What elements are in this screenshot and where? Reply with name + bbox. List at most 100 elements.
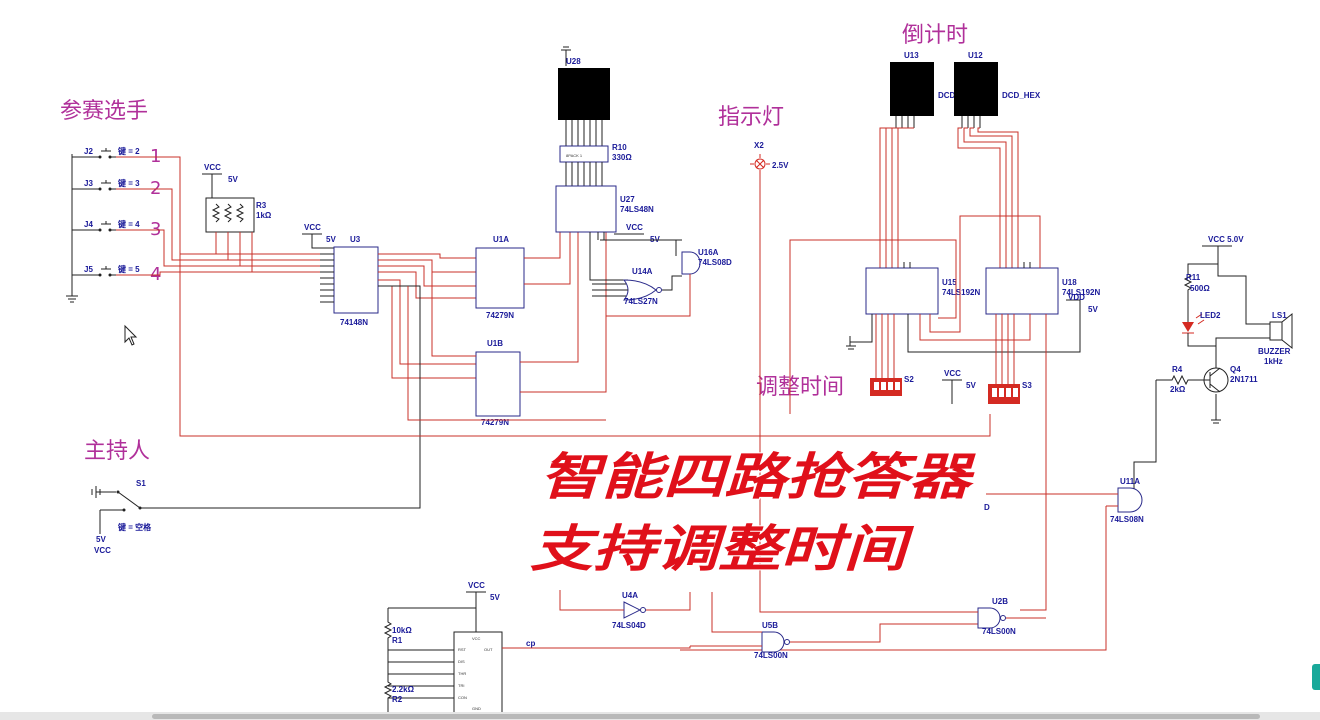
s1-5v-label: 5V (96, 535, 106, 544)
u4a-ref: U4A (622, 591, 638, 600)
u18-ref: U18 (1062, 278, 1077, 287)
r1-value: 10kΩ (392, 626, 412, 635)
u27-decoder-74ls48n: U27 74LS48N VCC 5V (555, 185, 660, 244)
vdd-5v-label: 5V (1088, 305, 1098, 314)
u14a-part: 74LS27N (624, 297, 658, 306)
s2-dip-switch[interactable]: S2 (870, 375, 914, 396)
label-adjust-time: 调整时间 (756, 375, 844, 400)
vdd-label: VDD (1068, 293, 1085, 302)
r1-ref: R1 (392, 636, 403, 645)
timer-pin-con: CON (458, 695, 467, 700)
s2-ref: S2 (904, 375, 914, 384)
r10-resistor: 8PACK 1 R10 330Ω (559, 143, 632, 163)
switch-j4-key: 键 = 4 (117, 219, 140, 229)
u1a-ref: U1A (493, 235, 509, 244)
u12-display: U12 DCD_HEX (954, 51, 1041, 116)
mouse-cursor-icon (124, 324, 138, 346)
r10-ref: R10 (612, 143, 627, 152)
u11a-ref: U11A (1120, 477, 1140, 486)
u12-ref: U12 (968, 51, 983, 60)
timer-pin-thr: THR (458, 671, 466, 676)
switch-j2-ref: J2 (84, 147, 93, 156)
mid-5v-label: 5V (966, 381, 976, 390)
x2-ref: X2 (754, 141, 764, 150)
scrollbar-thumb[interactable] (152, 714, 1260, 719)
timer-pin-vcc: VCC (472, 636, 481, 641)
u3-part: 74148N (340, 318, 368, 327)
u27-ref: U27 (620, 195, 635, 204)
timer-vcc-label: VCC (468, 581, 485, 590)
side-panel-tab[interactable] (1312, 664, 1320, 690)
label-host: 主持人 (84, 439, 150, 464)
u11a-and-gate: U11A 74LS08N (1110, 477, 1144, 524)
s1-key: 键 = 空格 (117, 522, 152, 532)
u14a-nor-gate: U14A 74LS27N (622, 267, 662, 306)
q4-part: 2N1711 (1230, 375, 1258, 384)
u16a-part: 74LS08D (698, 258, 732, 267)
u1a-latch-74279n: U1A 74279N (475, 235, 525, 320)
vcc-5v0-label: VCC 5.0V (1208, 235, 1244, 244)
u5b-nand-gate: U5B 74LS00N (754, 621, 790, 660)
s1-vcc-label: VCC (94, 546, 111, 555)
u3-encoder-74148n: VCC 5V U3 74148N (302, 223, 379, 327)
led2-ref: LED2 (1200, 311, 1221, 320)
u15-ref: U15 (942, 278, 957, 287)
u1a-part: 74279N (486, 311, 514, 320)
r3-vcc-label: VCC (204, 163, 221, 172)
u5b-ref: U5B (762, 621, 778, 630)
label-indicator: 指示灯 (718, 105, 784, 130)
r3-5v-label: 5V (228, 175, 238, 184)
switch-j3-key: 键 = 3 (117, 178, 140, 188)
u27-part: 74LS48N (620, 205, 654, 214)
overlay-title-line2: 支持调整时间 (530, 520, 915, 578)
u5b-part: 74LS00N (754, 651, 788, 660)
r3-ref: R3 (256, 201, 267, 210)
switch-j5-key: 键 = 5 (117, 264, 140, 274)
r3-value: 1kΩ (256, 211, 272, 220)
r11-ref: R11 (1186, 273, 1201, 282)
timer-pin-dis: DIS (458, 659, 465, 664)
x2-indicator-lamp: X2 2.5V (750, 141, 789, 174)
u2b-part: 74LS00N (982, 627, 1016, 636)
host-switch-s1[interactable]: S1 键 = 空格 5V VCC (91, 285, 421, 555)
u16a-and-gate: U16A 74LS08D (681, 248, 732, 275)
u13-ref: U13 (904, 51, 919, 60)
u1b-ref: U1B (487, 339, 503, 348)
u1b-latch-74279n: U1B 74279N (475, 339, 521, 427)
s3-dip-switch[interactable]: S3 (988, 381, 1032, 404)
u13-display: U13 DCD (890, 51, 956, 116)
u2b-nand-gate: U2B 74LS00N (977, 597, 1016, 636)
u18-part: 74LS192N (1062, 288, 1100, 297)
r4-value: 2kΩ (1170, 385, 1186, 394)
ls1-part: BUZZER (1258, 347, 1291, 356)
r2-value: 2.2kΩ (392, 685, 415, 694)
ls1-value: 1kHz (1264, 357, 1283, 366)
timer-pin-rst: RST (458, 647, 467, 652)
q4-ref: Q4 (1230, 365, 1241, 374)
mid-vcc-label: VCC (944, 369, 961, 378)
r10-value: 330Ω (612, 153, 632, 162)
s1-ref: S1 (136, 479, 146, 488)
u4a-part: 74LS04D (612, 621, 646, 630)
net-cp-label: cp (526, 639, 535, 648)
u27-vcc-label: VCC (626, 223, 643, 232)
switch-j5-ref: J5 (84, 265, 93, 274)
r11-value: 500Ω (1190, 284, 1210, 293)
vcc-5v-source: VCC 5V (942, 369, 976, 404)
buzzer-driver: VCC 5.0V R11 500Ω LED2 LS1 BUZZER 1kHz Q… (1133, 235, 1293, 497)
r3-resistor-pack: VCC 5V R3 1kΩ (202, 163, 272, 233)
x2-value: 2.5V (772, 161, 789, 170)
contestant-switches: J2 键 = 2 1 J3 键 = 3 2 J4 键 = 4 3 J5 键 = … (66, 146, 161, 303)
label-countdown: 倒计时 (902, 23, 968, 48)
u3-vcc-label: VCC (304, 223, 321, 232)
s3-ref: S3 (1022, 381, 1032, 390)
u15-part: 74LS192N (942, 288, 980, 297)
u2b-ref: U2B (992, 597, 1008, 606)
u16a-ref: U16A (698, 248, 719, 257)
u13-part: DCD (938, 91, 956, 100)
u18-counter-74ls192n: U18 74LS192N (985, 267, 1100, 315)
net-d-label: D (984, 503, 990, 512)
r2-ref: R2 (392, 695, 403, 704)
u14a-ref: U14A (632, 267, 653, 276)
